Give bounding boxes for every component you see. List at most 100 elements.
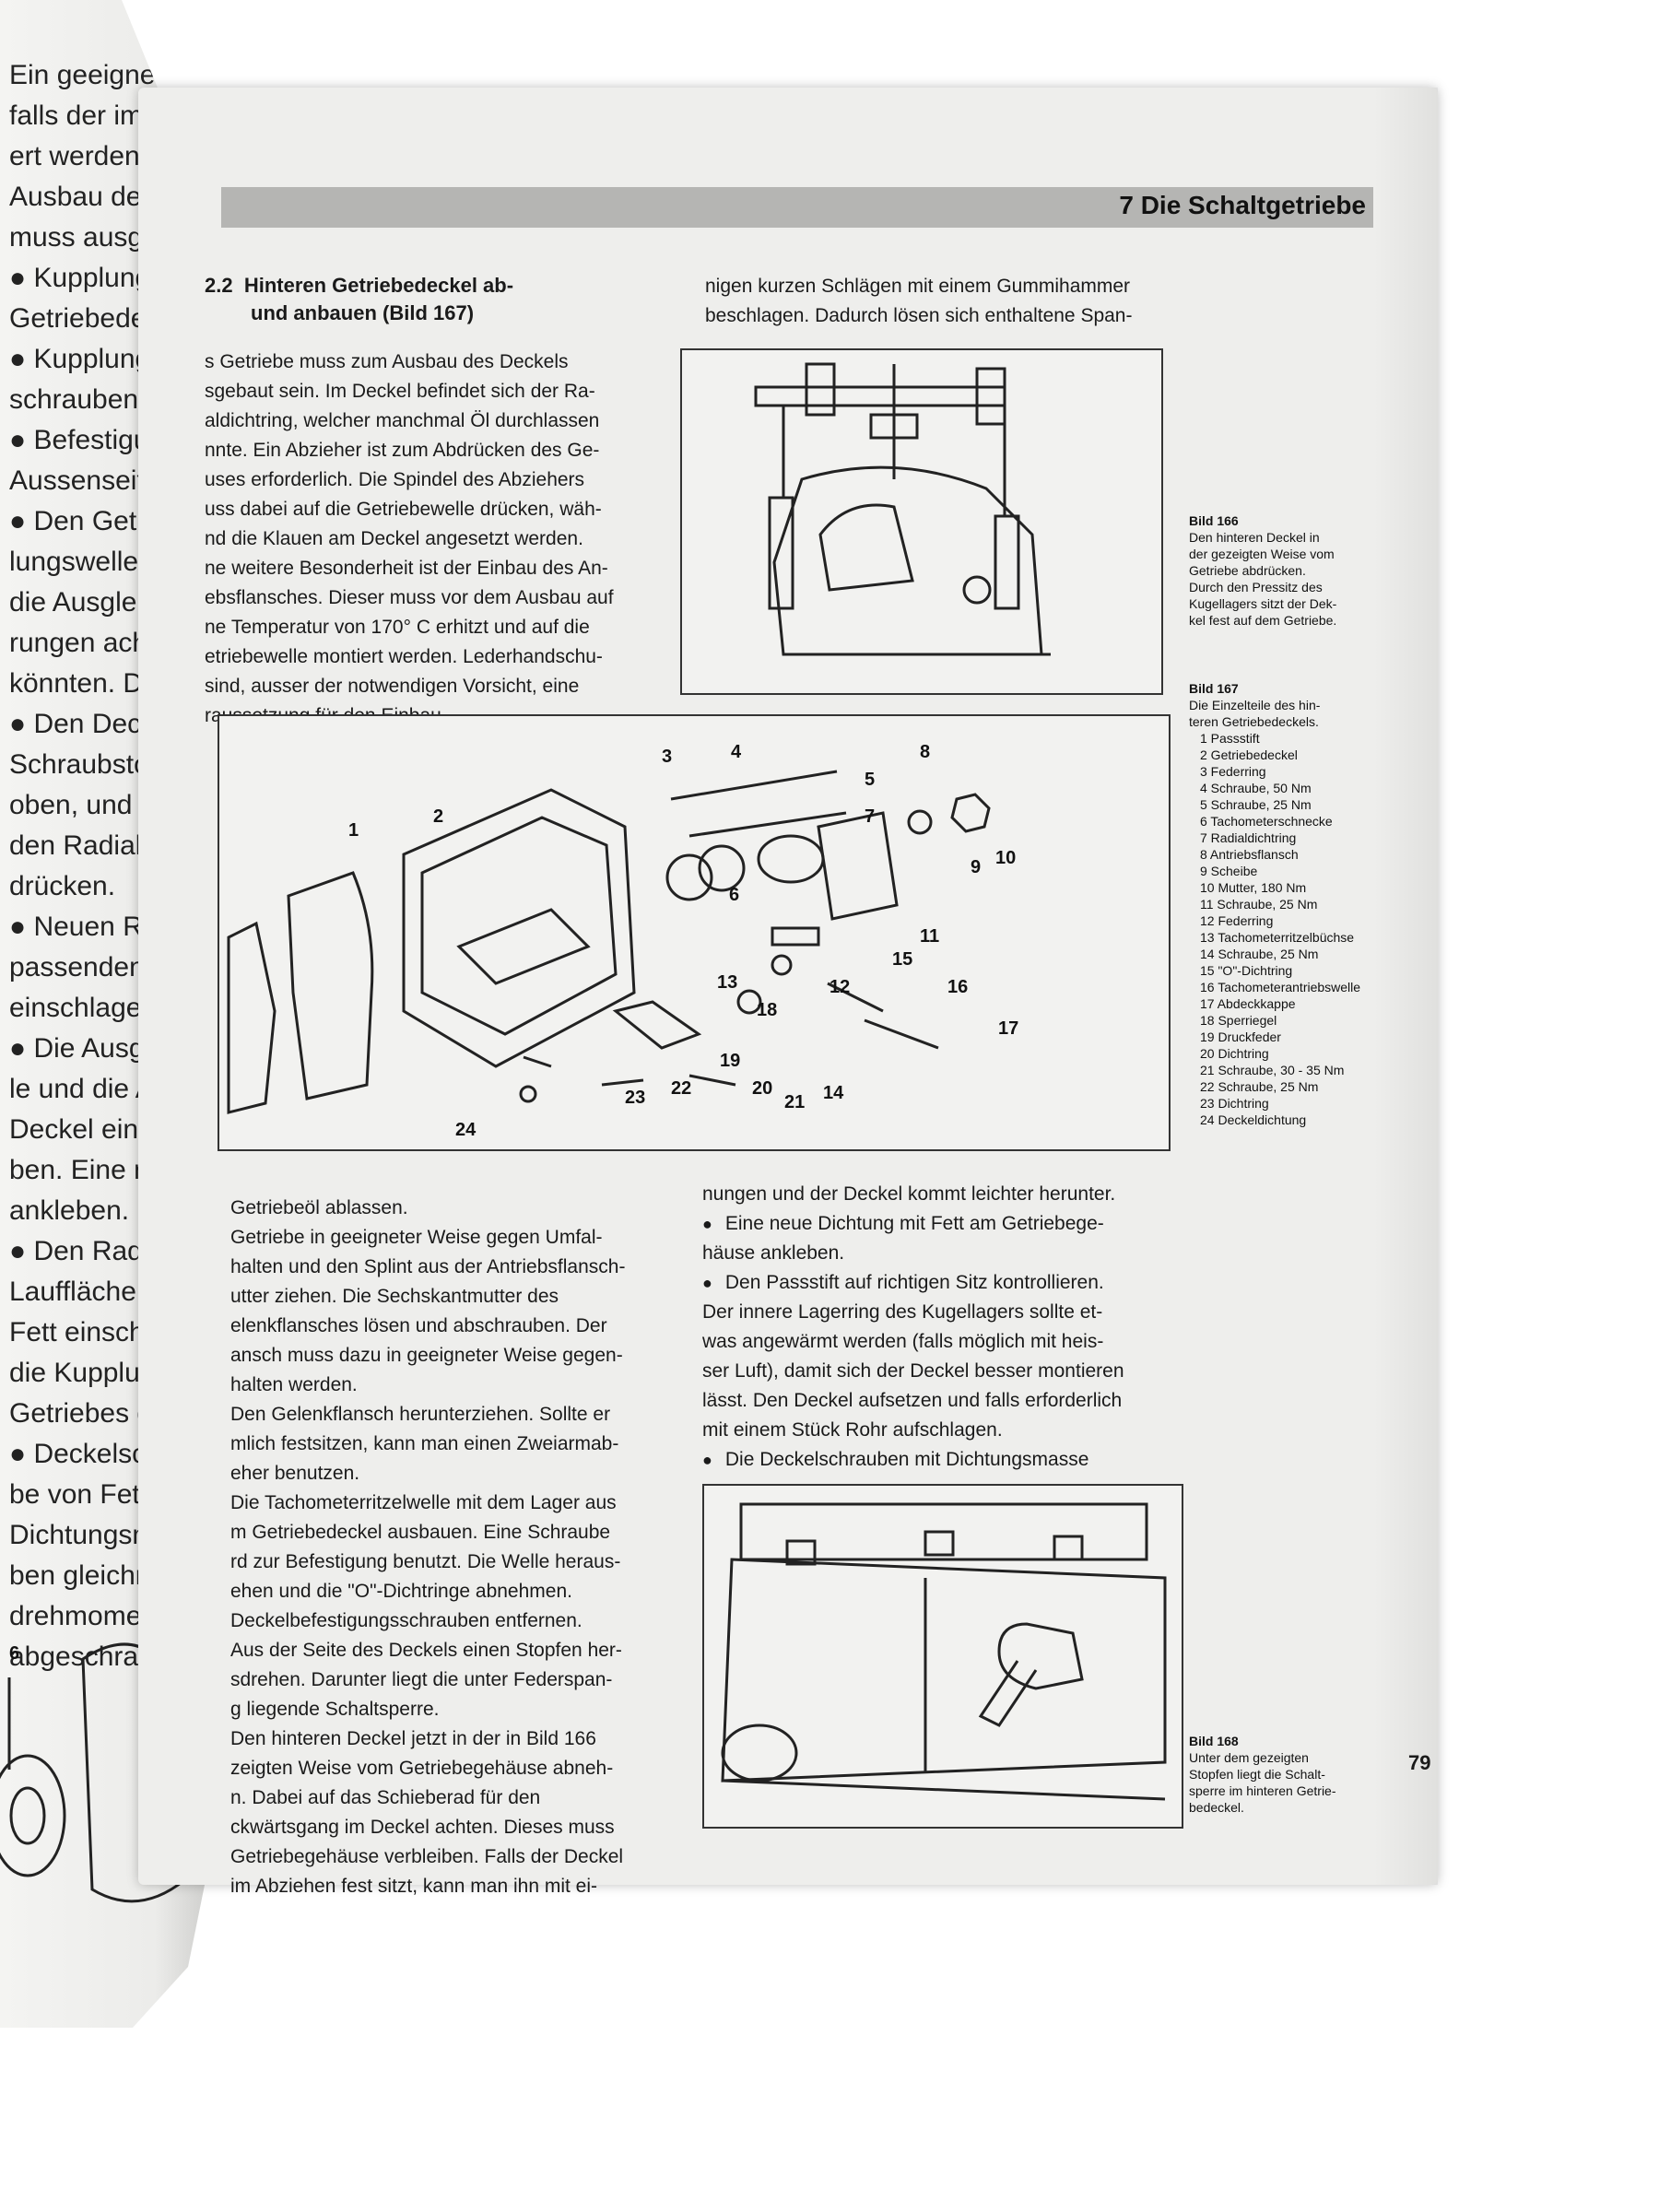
lower-left-line: ehen und die "O"-Dichtringe abnehmen. xyxy=(230,1581,572,1602)
fig167-label-22: 22 xyxy=(671,1078,691,1099)
fig167-label-11: 11 xyxy=(920,926,939,947)
intro-line: aldichtring, welcher manchmal Öl durchla… xyxy=(205,410,600,431)
intro-line: uss dabei auf die Getriebewelle drücken,… xyxy=(205,499,602,520)
lower-left-line: n. Dabei auf das Schieberad für den xyxy=(230,1787,541,1808)
lower-left-line: sdrehen. Darunter liegt die unter Feders… xyxy=(230,1669,613,1690)
caption-bild-167: Bild 167 Die Einzelteile des hin-teren G… xyxy=(1189,680,1410,1128)
fig167-label-13: 13 xyxy=(717,972,737,993)
lower-right-line: ser Luft), damit sich der Deckel besser … xyxy=(702,1360,1124,1382)
part-item: 23 Dichtring xyxy=(1200,1096,1269,1111)
part-item: 19 Druckfeder xyxy=(1200,1030,1281,1044)
lower-right-line: nungen und der Deckel kommt leichter her… xyxy=(702,1183,1116,1205)
caption-line: bedeckel. xyxy=(1189,1800,1244,1815)
lower-right-line: lässt. Den Deckel aufsetzen und falls er… xyxy=(702,1390,1123,1411)
lower-left-line: Getriebe in geeigneter Weise gegen Umfal… xyxy=(230,1227,603,1248)
lower-left-column: Getriebeöl ablassen. Getriebe in geeignet… xyxy=(230,1194,664,1901)
intro-line: ne Temperatur von 170° C erhitzt und auf… xyxy=(205,617,590,638)
part-item: 15 "O"-Dichtring xyxy=(1200,963,1293,978)
top-right-text: nigen kurzen Schlägen mit einem Gummiham… xyxy=(705,272,1184,331)
lower-left-line: Getriebeöl ablassen. xyxy=(230,1197,408,1218)
section-number: 2.2 xyxy=(205,274,233,297)
left-fig-label-6: 6 xyxy=(9,1643,19,1664)
lower-left-line: Den hinteren Deckel jetzt in der in Bild… xyxy=(230,1728,596,1749)
fig167-label-14: 14 xyxy=(823,1083,844,1103)
fig167-label-5: 5 xyxy=(865,770,875,790)
figure-168 xyxy=(702,1484,1183,1829)
figure-167-drawing: 1 2 3 4 5 6 7 8 9 10 11 12 13 14 15 16 1… xyxy=(227,742,1018,1140)
fig167-label-23: 23 xyxy=(625,1088,645,1108)
fig167-label-19: 19 xyxy=(720,1051,740,1071)
part-item: 16 Tachometerantriebswelle xyxy=(1200,980,1361,994)
fig167-label-21: 21 xyxy=(784,1092,805,1112)
lower-left-line: ansch muss dazu in geeigneter Weise gege… xyxy=(230,1345,623,1366)
fig167-label-9: 9 xyxy=(971,857,981,877)
lower-right-column: nungen und der Deckel kommt leichter her… xyxy=(702,1180,1182,1475)
lower-left-line: halten werden. xyxy=(230,1374,358,1395)
top-right-line: nigen kurzen Schlägen mit einem Gummiham… xyxy=(705,276,1131,297)
lower-left-line: im Abziehen fest sitzt, kann man ihn mit… xyxy=(230,1876,598,1897)
part-item: 13 Tachometerritzelbüchse xyxy=(1200,930,1355,945)
part-item: 10 Mutter, 180 Nm xyxy=(1200,880,1307,895)
intro-column: 2.2 Hinteren Getriebedeckel ab- und anba… xyxy=(205,272,647,731)
caption-line: teren Getriebedeckels. xyxy=(1189,714,1319,729)
lower-left-line: zeigten Weise vom Getriebegehäuse abneh- xyxy=(230,1758,614,1779)
figure-167: 1 2 3 4 5 6 7 8 9 10 11 12 13 14 15 16 1… xyxy=(218,714,1171,1151)
caption-line: kel fest auf dem Getriebe. xyxy=(1189,613,1337,628)
left-page-line: ankleben. xyxy=(9,1195,130,1226)
part-item: 22 Schraube, 25 Nm xyxy=(1200,1079,1319,1094)
fig167-label-12: 12 xyxy=(830,977,850,997)
fig167-label-24: 24 xyxy=(455,1120,477,1140)
intro-line: sind, ausser der notwendigen Vorsicht, e… xyxy=(205,676,580,697)
part-item: 12 Federring xyxy=(1200,913,1274,928)
lower-left-line: halten und den Splint aus der Antriebsfl… xyxy=(230,1256,626,1277)
lower-left-line: m Getriebedeckel ausbauen. Eine Schraube xyxy=(230,1522,611,1543)
fig167-label-20: 20 xyxy=(752,1078,772,1099)
intro-line: ne weitere Besonderheit ist der Einbau d… xyxy=(205,558,608,579)
fig167-label-15: 15 xyxy=(892,949,912,970)
caption-167-title: Bild 167 xyxy=(1189,681,1239,696)
figure-166-drawing xyxy=(754,362,1051,656)
lower-left-line: utter ziehen. Die Sechskantmutter des xyxy=(230,1286,559,1307)
lower-left-line: Den Gelenkflansch herunterziehen. Sollte… xyxy=(230,1404,611,1425)
part-item: 11 Schraube, 25 Nm xyxy=(1200,897,1318,912)
lower-left-line: ckwärtsgang im Deckel achten. Dieses mus… xyxy=(230,1817,615,1838)
fig167-label-3: 3 xyxy=(662,747,672,767)
intro-line: uses erforderlich. Die Spindel des Abzie… xyxy=(205,469,585,490)
lower-left-line: elenkflansches lösen und abschrauben. De… xyxy=(230,1315,607,1336)
lower-left-line: Die Tachometerritzelwelle mit dem Lager … xyxy=(230,1492,617,1513)
fig167-label-16: 16 xyxy=(947,977,968,997)
caption-line: Durch den Pressitz des xyxy=(1189,580,1323,594)
lower-right-line: Eine neue Dichtung mit Fett am Getriebeg… xyxy=(702,1209,1182,1239)
lower-right-line: Die Deckelschrauben mit Dichtungsmasse xyxy=(702,1445,1182,1475)
fig167-label-17: 17 xyxy=(998,1018,1018,1039)
page-number: 79 xyxy=(1408,1751,1431,1774)
lower-left-line: eher benutzen. xyxy=(230,1463,360,1484)
lower-right-line: häuse ankleben. xyxy=(702,1242,845,1264)
lower-left-line: Deckelbefestigungsschrauben entfernen. xyxy=(230,1610,582,1631)
left-page-line: drücken. xyxy=(9,871,116,901)
part-item: 18 Sperriegel xyxy=(1200,1013,1277,1028)
section-title-line1: Hinteren Getriebedeckel ab- xyxy=(243,274,514,297)
caption-line: Unter dem gezeigten xyxy=(1189,1750,1309,1765)
fig167-label-8: 8 xyxy=(920,742,930,762)
section-heading: 2.2 Hinteren Getriebedeckel ab- xyxy=(205,272,647,300)
intro-line: sgebaut sein. Im Deckel befindet sich de… xyxy=(205,381,595,402)
part-item: 7 Radialdichtring xyxy=(1200,830,1297,845)
part-item: 3 Federring xyxy=(1200,764,1266,779)
lower-left-line: Aus der Seite des Deckels einen Stopfen … xyxy=(230,1640,622,1661)
caption-168-title: Bild 168 xyxy=(1189,1734,1239,1748)
caption-line: Die Einzelteile des hin- xyxy=(1189,698,1321,712)
fig167-label-6: 6 xyxy=(729,885,739,905)
top-right-line: beschlagen. Dadurch lösen sich enthalten… xyxy=(705,305,1133,326)
lower-left-line: Getriebegehäuse verbleiben. Falls der De… xyxy=(230,1846,624,1867)
lower-right-line: Den Passstift auf richtigen Sitz kontrol… xyxy=(702,1268,1182,1298)
part-item: 2 Getriebedeckel xyxy=(1200,747,1298,762)
lower-right-line: Der innere Lagerring des Kugellagers sol… xyxy=(702,1301,1103,1323)
caption-line: Den hinteren Deckel in xyxy=(1189,530,1320,545)
caption-line: Kugellagers sitzt der Dek- xyxy=(1189,596,1337,611)
fig167-label-10: 10 xyxy=(995,848,1016,868)
intro-line: nd die Klauen am Deckel angesetzt werden… xyxy=(205,528,583,549)
